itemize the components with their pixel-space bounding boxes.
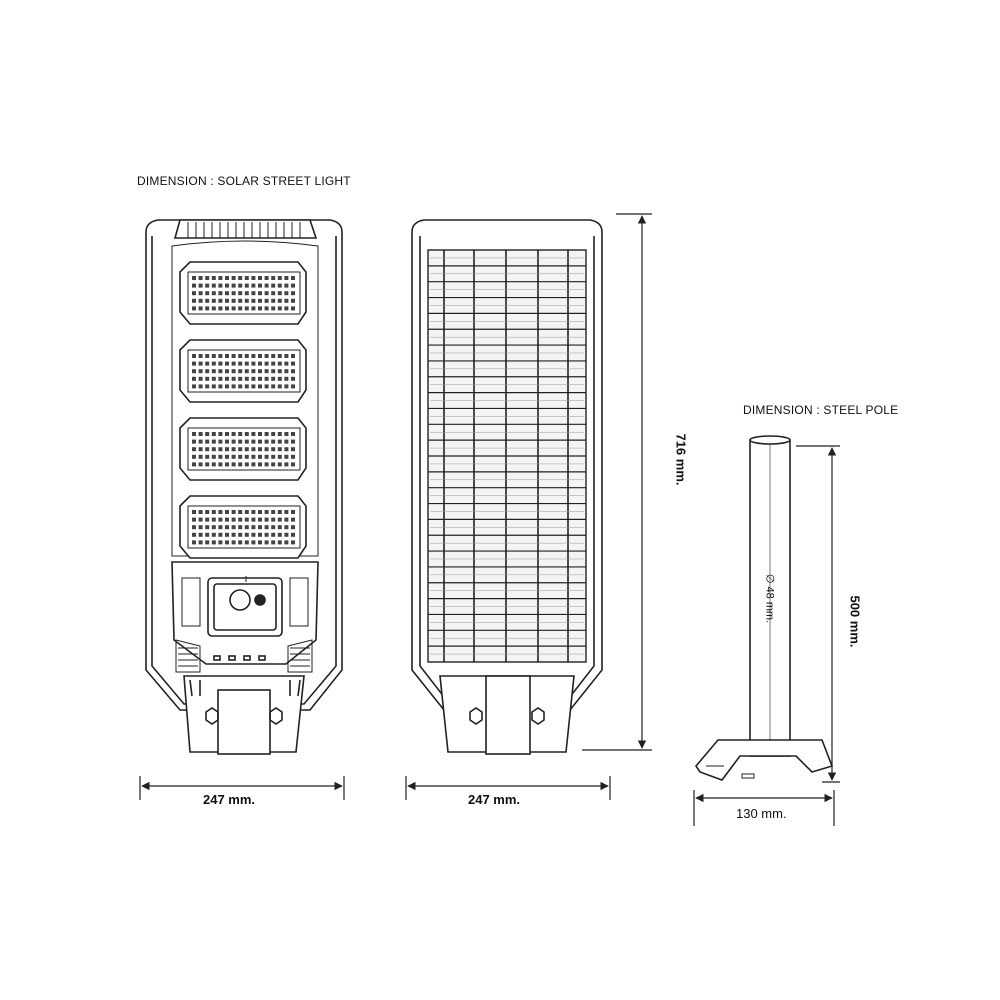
light-front-view [145,219,343,755]
bolt-icon [269,707,283,725]
light-back-view [411,219,603,755]
sensor-housing [171,561,319,665]
back-width-label: 247 mm. [468,792,521,807]
top-vent-slats [187,222,301,238]
mounting-bracket [183,675,305,755]
side-heatsinks [175,639,313,673]
steel-pole-heading: DIMENSION : STEEL POLE [743,403,899,417]
front-width-label: 247 mm. [203,792,256,807]
dimension-lines [139,213,840,826]
pir-sensor-icon [229,589,251,611]
solar-light-heading: DIMENSION : SOLAR STREET LIGHT [137,174,351,188]
pole-height-label: 500 mm. [847,595,863,648]
back-mounting-bracket [439,675,575,755]
bolt-icon [469,707,483,725]
light-sensor-icon [254,594,266,606]
led-module [179,261,307,325]
top-vent [173,219,318,239]
led-module [179,339,307,403]
bolt-icon [531,707,545,725]
led-module [179,417,307,481]
led-modules [179,261,307,559]
pole-base-plate [695,739,834,781]
pole-diameter-label: ∅ 48 mm. [763,573,776,624]
bolt-icon [205,707,219,725]
overall-height-label: 716 mm. [673,433,689,486]
base-width-label: 130 mm. [736,806,787,821]
steel-pole [695,435,834,781]
led-module [179,495,307,559]
solar-cell-grid [428,250,586,662]
